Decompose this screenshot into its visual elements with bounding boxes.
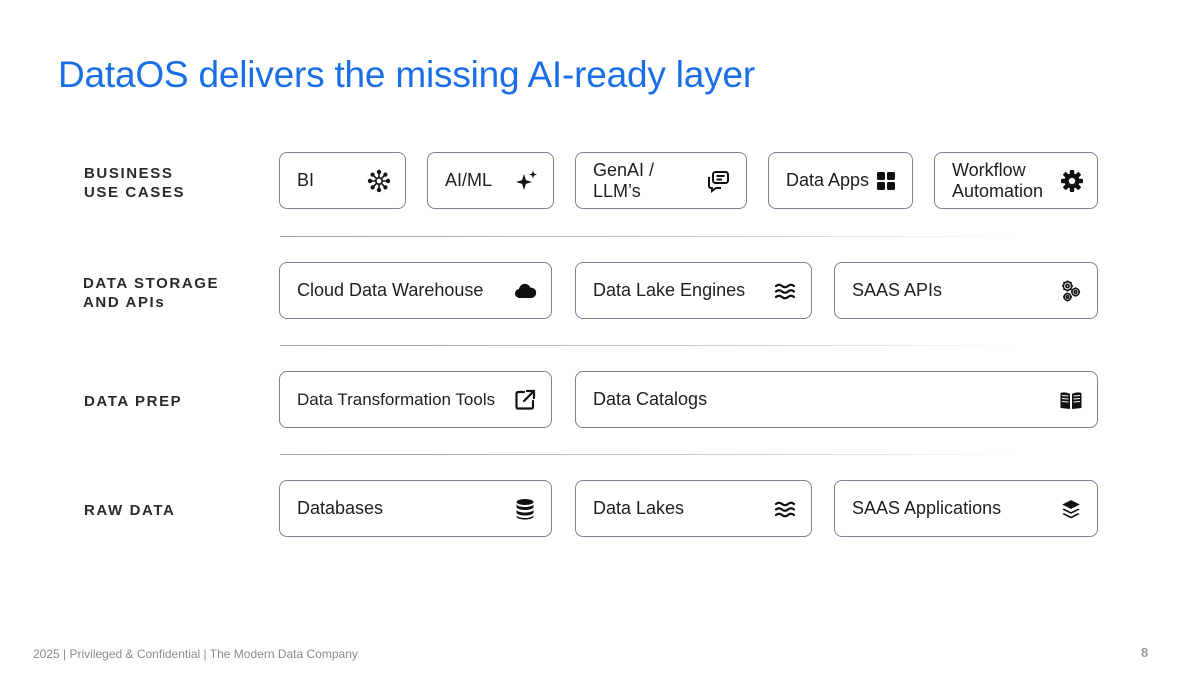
box-workflow-automation: Workflow Automation	[934, 152, 1098, 209]
gears-icon	[1059, 279, 1083, 303]
box-label: AI/ML	[445, 170, 493, 190]
page-number: 8	[1141, 645, 1149, 660]
chat-bubbles-icon	[706, 169, 730, 193]
box-label: SAAS APIs	[852, 280, 943, 300]
row-separator	[280, 345, 1025, 346]
box-databases: Databases	[279, 480, 552, 537]
row-label-raw-data: RAW DATA	[84, 502, 176, 519]
box-data-apps: Data Apps	[768, 152, 913, 209]
footer-text: 2025 | Privileged & Confidential | The M…	[33, 647, 358, 661]
box-saas-applications: SAAS Applications	[834, 480, 1098, 537]
row-label-data-prep: DATA PREP	[84, 393, 183, 410]
row-label-business-use-cases: BUSINESS USE CASES	[84, 165, 186, 201]
water-waves-icon	[773, 497, 797, 521]
grid-apps-icon	[874, 169, 898, 193]
box-label: BI	[297, 170, 315, 190]
row-label-data-storage-apis: DATA STORAGE AND APIs	[83, 275, 220, 311]
network-hub-icon	[367, 169, 391, 193]
box-label: Data Catalogs	[593, 389, 708, 409]
layers-icon	[1059, 497, 1083, 521]
box-label: SAAS Applications	[852, 498, 1002, 518]
box-genai-llms: GenAI / LLM’s	[575, 152, 747, 209]
row-separator	[280, 454, 1025, 455]
box-label: Data Transformation Tools	[297, 390, 496, 409]
box-ai-ml: AI/ML	[427, 152, 554, 209]
box-label: Workflow Automation	[952, 159, 1044, 201]
box-label: GenAI / LLM’s	[593, 159, 655, 201]
box-data-lakes: Data Lakes	[575, 480, 812, 537]
gear-icon	[1060, 169, 1084, 193]
box-label: Data Apps	[786, 170, 870, 190]
external-link-icon	[513, 388, 537, 412]
box-data-transformation-tools: Data Transformation Tools	[279, 371, 552, 428]
box-saas-apis: SAAS APIs	[834, 262, 1098, 319]
open-book-icon	[1059, 388, 1083, 412]
box-data-lake-engines: Data Lake Engines	[575, 262, 812, 319]
slide-title: DataOS delivers the missing AI-ready lay…	[58, 54, 755, 95]
box-label: Data Lakes	[593, 498, 685, 518]
database-icon	[513, 497, 537, 521]
row-separator	[280, 236, 1025, 237]
box-bi: BI	[279, 152, 406, 209]
water-waves-icon	[773, 279, 797, 303]
cloud-icon	[513, 279, 537, 303]
sparkle-icon	[515, 169, 539, 193]
box-data-catalogs: Data Catalogs	[575, 371, 1098, 428]
box-label: Cloud Data Warehouse	[297, 280, 484, 300]
box-cloud-data-warehouse: Cloud Data Warehouse	[279, 262, 552, 319]
box-label: Databases	[297, 498, 384, 518]
box-label: Data Lake Engines	[593, 280, 746, 300]
